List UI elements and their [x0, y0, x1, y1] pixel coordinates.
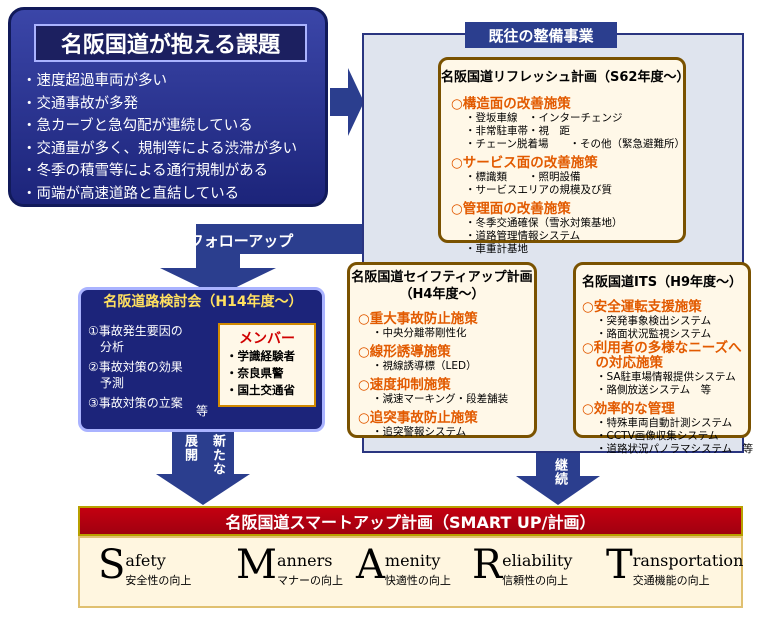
arrow-label-continue: 継続	[552, 458, 567, 486]
study-group-list: ①事故発生要因の 分析 ②事故対策の効果 予測 ③事故対策の立案	[88, 323, 218, 411]
smart-up-title: 名阪国道スマートアップ計画（SMART UP/計画）	[78, 506, 743, 536]
smart-up-panel	[78, 536, 743, 608]
smart-initial: S	[98, 542, 126, 588]
study-etc: 等	[196, 404, 209, 418]
smart-word-rest: afety	[125, 551, 166, 570]
smart-initial: T	[606, 542, 633, 588]
its-section-heading: ○効率的な管理	[582, 401, 675, 417]
its-line: ・CCTV画像収集システム	[596, 430, 719, 442]
smart-word-rest: ransportation	[632, 551, 744, 570]
safety-section-heading: ○追突事故防止施策	[358, 410, 478, 426]
problems-title: 名阪国道が抱える課題	[34, 24, 307, 62]
arrow-label-expansion: 展開	[182, 434, 197, 462]
smart-initial: R	[472, 542, 503, 588]
safety-plan-title: 名阪国道セイフティアップ計画 （H4年度～）	[351, 270, 533, 302]
smart-word-amenity: A menity 快適性の向上	[356, 542, 451, 600]
refresh-section-heading: ○サービス面の改善施策	[451, 155, 598, 171]
smart-word-reliability: R eliability 信頼性の向上	[472, 542, 573, 600]
refresh-line: ・登坂車線 ・インターチェンジ	[465, 112, 623, 124]
safety-section-heading: ○重大事故防止施策	[358, 311, 478, 327]
its-section-heading: ○安全運転支援施策	[582, 299, 702, 315]
smart-word-manners: M anners マナーの向上	[236, 542, 343, 600]
study-item: ①事故発生要因の 分析	[88, 324, 183, 354]
safety-line: ・追突警報システム	[372, 426, 467, 438]
safety-line: ・減速マーキング・段差舗装	[372, 393, 509, 405]
right-arrow	[330, 68, 364, 136]
safety-line: ・視線誘導標（LED）	[372, 360, 477, 372]
problem-item: ・交通量が多く、規制等による渋滞が多い	[22, 140, 298, 157]
arrow-label-new: 新たな	[210, 434, 225, 476]
members-box: メンバー ・学識経験者 ・奈良県警 ・国土交通省	[218, 323, 316, 407]
members-title: メンバー	[239, 331, 295, 347]
its-section-heading: ○利用者の多様なニーズへ の対応施策	[582, 340, 742, 371]
smart-initial: M	[236, 542, 277, 588]
refresh-line: ・サービスエリアの規模及び質	[465, 184, 612, 196]
new-expansion-arrow	[156, 432, 250, 505]
safety-line: ・中央分離帯剛性化	[372, 327, 467, 339]
problem-item: ・両端が高速道路と直結している	[22, 185, 240, 202]
followup-arrow	[160, 224, 362, 296]
smart-word-rest: anners	[276, 551, 333, 570]
refresh-line: ・道路管理情報システム	[465, 230, 581, 242]
safety-section-heading: ○線形誘導施策	[358, 344, 451, 360]
smart-word-jp: 安全性の向上	[125, 574, 192, 587]
its-line: ・道路状況パノラマシステム 等	[596, 443, 754, 455]
refresh-plan-box: 名阪国道リフレッシュ計画（S62年度～） ○構造面の改善施策 ・登坂車線 ・イン…	[438, 57, 690, 255]
refresh-section-heading: ○構造面の改善施策	[451, 96, 571, 112]
member-item: ・奈良県警	[226, 366, 284, 380]
its-line: ・SA駐車場情報提供システム	[596, 371, 736, 383]
problems-list: ・速度超過車両が多い ・交通事故が多発 ・急カーブと急勾配が連続している ・交通…	[22, 70, 328, 205]
refresh-line: ・チェーン脱着場 ・その他（緊急避難所）	[465, 138, 685, 150]
safety-section-heading: ○速度抑制施策	[358, 377, 451, 393]
study-item: ②事故対策の効果 予測	[88, 360, 183, 390]
smart-word-jp: マナーの向上	[276, 574, 343, 587]
followup-label: フォローアップ	[188, 231, 294, 250]
refresh-line: ・冬季交通確保（雪氷対策基地）	[465, 217, 623, 229]
its-plan-box: 名阪国道ITS（H9年度～） ○安全運転支援施策 ・突発事象検出システム ・路面…	[573, 262, 753, 455]
problem-item: ・速度超過車両が多い	[22, 73, 167, 89]
member-item: ・国土交通省	[226, 383, 295, 397]
smart-word-jp: 快適性の向上	[384, 574, 451, 587]
its-line: ・路側放送システム 等	[596, 384, 712, 396]
safety-plan-box: 名阪国道セイフティアップ計画 （H4年度～） ○重大事故防止施策 ・中央分離帯剛…	[347, 262, 537, 438]
problem-item: ・交通事故が多発	[22, 95, 138, 112]
smart-word-rest: eliability	[502, 551, 573, 570]
problem-item: ・急カーブと急勾配が連続している	[22, 118, 253, 134]
refresh-section-heading: ○管理面の改善施策	[451, 201, 571, 217]
refresh-line: ・標識類 ・照明設備	[465, 171, 581, 183]
member-item: ・学識経験者	[226, 349, 295, 363]
its-line: ・路面状況監視システム	[596, 328, 712, 340]
refresh-line: ・非常駐車帯・視 距	[465, 125, 570, 137]
smart-word-transportation: T ransportation 交通機能の向上	[606, 542, 744, 600]
smart-word-rest: menity	[384, 551, 441, 570]
problem-item: ・冬季の積雪等による通行規制がある	[22, 163, 269, 179]
smart-initial: A	[356, 542, 385, 588]
its-line: ・突発事象検出システム	[596, 315, 712, 327]
past-projects-label: 既往の整備事業	[465, 22, 617, 48]
smart-word-jp: 交通機能の向上	[632, 574, 710, 587]
study-group-title: 名阪道路検討会（H14年度～）	[103, 294, 303, 310]
smart-word-safety: S afety 安全性の向上	[98, 542, 192, 600]
refresh-line: ・車重計基地	[465, 243, 528, 255]
refresh-plan-title: 名阪国道リフレッシュ計画（S62年度～）	[441, 70, 690, 85]
study-item: ③事故対策の立案	[88, 396, 183, 410]
continue-arrow	[516, 453, 600, 505]
its-plan-title: 名阪国道ITS（H9年度～）	[582, 275, 742, 290]
smart-word-jp: 信頼性の向上	[502, 574, 569, 587]
its-line: ・特殊車両自動計測システム	[596, 417, 733, 429]
